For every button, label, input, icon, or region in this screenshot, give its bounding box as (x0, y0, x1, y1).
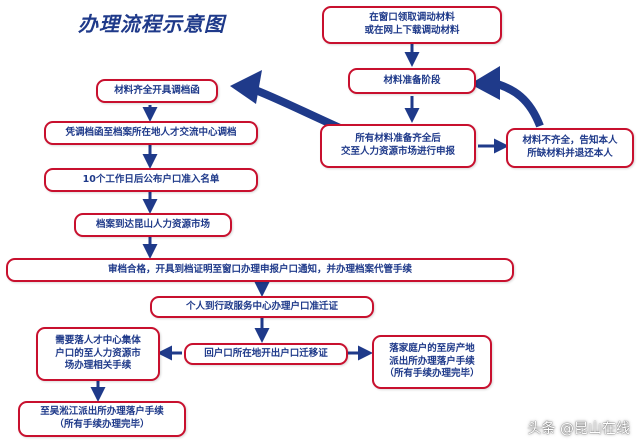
node-transfer-line1: 凭调档函至档案所在地人才交流中心调档 (65, 126, 237, 138)
node-submit-line1: 所有材料准备齐全后 (355, 133, 441, 145)
node-get-materials: 在窗口领取调动材料 或在网上下载调动材料 (322, 6, 502, 44)
arrow-incomplete-to-prepare-head (470, 66, 500, 100)
node-service: 个人到行政服务中心办理户口准迁证 (150, 296, 374, 318)
node-collective-line3: 场办理相关手续 (64, 360, 132, 372)
node-collective: 需要落人才中心集体 户口的至人力资源市 场办理相关手续 (36, 327, 160, 381)
node-service-line1: 个人到行政服务中心办理户口准迁证 (185, 300, 338, 312)
node-get-materials-line1: 在窗口领取调动材料 (369, 12, 455, 24)
node-submit: 所有材料准备齐全后 交至人力资源市场进行申报 (320, 124, 476, 168)
node-return-line1: 回户口所在地开出户口迁移证 (204, 347, 328, 359)
node-prepare: 材料准备阶段 (348, 68, 476, 94)
node-incomplete: 材料不齐全，告知本人 所缺材料并退还本人 (506, 128, 634, 168)
node-collective-line1: 需要落人才中心集体 (55, 334, 141, 346)
node-review: 审档合格，开具到档证明至窗口办理申报户口通知，并办理档案代管手续 (6, 258, 514, 282)
node-transfer: 凭调档函至档案所在地人才交流中心调档 (44, 121, 258, 145)
node-submit-line2: 交至人力资源市场进行申报 (340, 146, 455, 157)
node-arrive: 档案到达昆山人力资源市场 (74, 213, 232, 237)
node-get-materials-line2: 或在网上下载调动材料 (364, 25, 460, 36)
node-family-line2: 派出所办理落户手续 (389, 355, 475, 367)
node-prepare-line1: 材料准备阶段 (383, 74, 441, 86)
node-publish: 10个工作日后公布户口准入名单 (44, 168, 258, 192)
node-wusong-line1: 至吴淞江派出所办理落户手续 (40, 406, 164, 418)
arrow-submit-to-complete-head (230, 70, 262, 104)
node-arrive-line1: 档案到达昆山人力资源市场 (95, 218, 210, 230)
node-wusong-line2: （所有手续办理完毕） (54, 419, 150, 430)
node-collective-line2: 户口的至人力资源市 (55, 347, 141, 359)
node-incomplete-line1: 材料不齐全，告知本人 (522, 135, 618, 147)
node-review-line1: 审档合格，开具到档证明至窗口办理申报户口通知，并办理档案代管手续 (107, 263, 412, 275)
node-complete: 材料齐全开具调档函 (96, 79, 218, 103)
watermark: 头条 @昆山在线 (527, 421, 630, 437)
node-family: 落家庭户的至房产地 派出所办理落户手续 （所有手续办理完毕） (372, 335, 492, 389)
diagram-title: 办理流程示意图 (78, 12, 225, 36)
node-family-line3: （所有手续办理完毕） (384, 368, 480, 380)
node-wusong: 至吴淞江派出所办理落户手续 （所有手续办理完毕） (18, 401, 186, 437)
node-incomplete-line2: 所缺材料并退还本人 (527, 148, 613, 159)
node-complete-line1: 材料齐全开具调档函 (114, 84, 200, 96)
node-family-line1: 落家庭户的至房产地 (389, 342, 475, 354)
node-return: 回户口所在地开出户口迁移证 (184, 343, 348, 365)
node-publish-line1: 10个工作日后公布户口准入名单 (82, 173, 220, 185)
arrow-submit-to-complete (248, 84, 342, 132)
